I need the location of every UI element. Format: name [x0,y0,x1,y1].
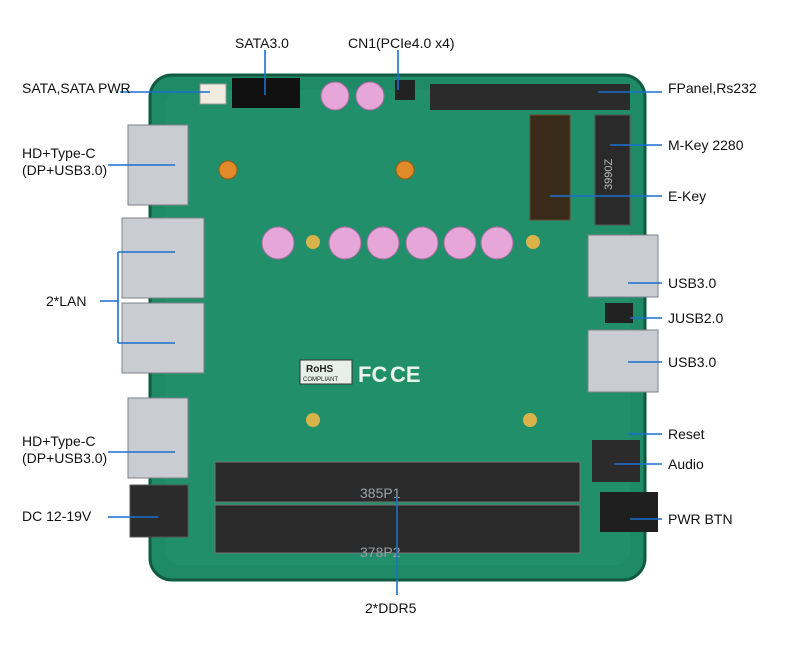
label-hd-typec-bottom-line1: HD+Type-C [22,433,96,449]
pcb-texture [165,90,630,565]
label-hd-typec-top-line1: HD+Type-C [22,145,96,161]
capacitor [355,81,385,111]
usb-port-top [587,234,659,298]
label-fpanel: FPanel,Rs232 [668,80,757,96]
sata-pwr-connector [199,83,227,105]
label-hd-typec-bottom: HD+Type-C (DP+USB3.0) [22,433,107,467]
label-sata30: SATA3.0 [235,35,289,51]
label-ekey: E-Key [668,188,707,204]
label-jusb20: JUSB2.0 [668,310,724,326]
mount-hole [306,235,320,249]
label-hd-typec-top-line2: (DP+USB3.0) [22,162,108,178]
label-pwr-btn: PWR BTN [668,511,733,527]
label-usb30-bottom: USB3.0 [668,354,717,370]
label-ddr5: 2*DDR5 [365,600,417,616]
label-lan: 2*LAN [46,293,87,309]
lan-port-2 [121,302,205,374]
slot-top-silk: 385P1 [360,485,401,501]
lan-port-1 [121,217,205,299]
label-hd-typec-top: HD+Type-C (DP+USB3.0) [22,145,107,179]
mount-hole [306,413,320,427]
mount-hole [395,160,415,180]
label-sata-pwr: SATA,SATA PWR [22,80,131,96]
capacitor-row [261,226,514,260]
compliant-text: COMPLIANT [303,377,338,383]
label-audio: Audio [668,456,704,472]
label-hd-typec-bottom-line2: (DP+USB3.0) [22,450,108,466]
label-mkey: M-Key 2280 [668,137,744,153]
usb-port-bottom [587,329,659,393]
pwr-button [600,492,658,532]
ekey-slot [529,114,571,221]
sata-connector [232,78,300,108]
mount-hole [218,160,238,180]
slot-bottom-silk: 378P2 [360,544,401,560]
ddr5-slot-top [214,461,581,503]
label-usb30-top: USB3.0 [668,275,717,291]
label-dc: DC 12-19V [22,508,92,524]
mkey-slot [594,114,631,226]
dc-jack [129,484,189,538]
label-cn1: CN1(PCIe4.0 x4) [348,35,455,51]
audio-jack [592,440,640,482]
mount-hole [526,235,540,249]
fc-mark: FC [358,362,387,387]
fpanel-header [430,84,630,110]
cn1-connector [395,80,415,100]
rohs-text: RoHS [306,364,334,375]
mkey-silk: 3990Z [603,159,615,190]
pointer-lines [100,50,662,595]
ce-mark: CE [390,362,421,387]
jusb-header [605,303,633,323]
hdmi-typec-port-bottom [127,397,189,479]
mount-hole [523,413,537,427]
rohs-box [299,359,353,385]
capacitor [320,81,350,111]
label-reset: Reset [668,426,705,442]
